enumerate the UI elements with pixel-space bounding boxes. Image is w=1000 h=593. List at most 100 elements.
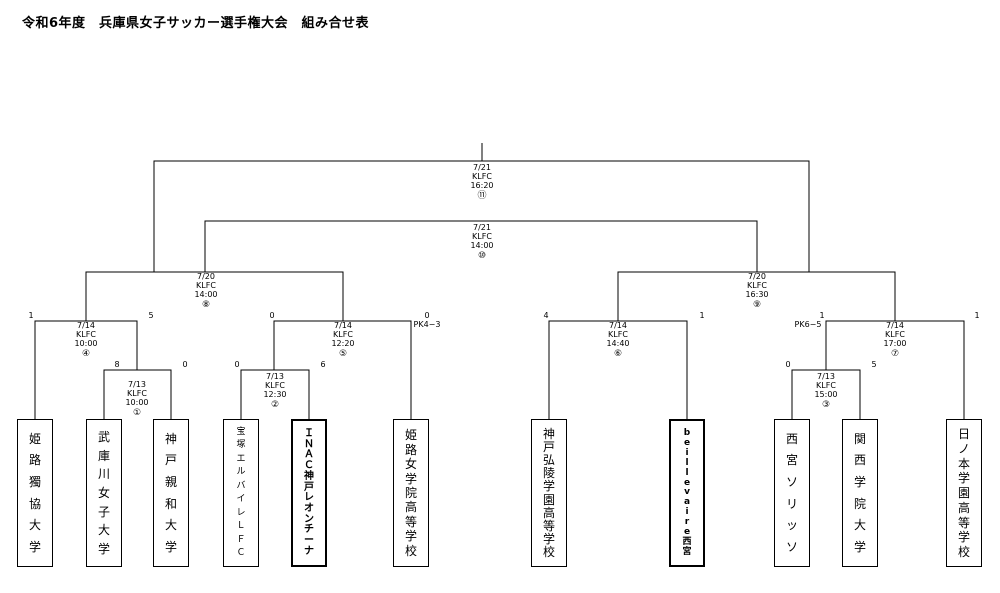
team-name-char: 川 <box>97 467 110 482</box>
team-name-char: 学 <box>97 541 110 556</box>
match-time: 10:00 <box>74 339 97 348</box>
team-name-char: レ <box>236 507 246 518</box>
team-name-char: 陵 <box>542 466 555 481</box>
team-name-char: 高 <box>542 505 555 520</box>
team-box: 姫路女学院高等学校 <box>393 419 429 567</box>
team-name-char: 弘 <box>542 453 555 468</box>
team-name-char: 戸 <box>542 440 555 455</box>
match-time: 12:20 <box>331 339 354 348</box>
team-name-char: レ <box>304 492 314 504</box>
team-box: 神戸親和大学 <box>153 419 189 567</box>
team-name-char: 等 <box>404 514 417 529</box>
bracket-line <box>85 271 344 321</box>
team-name-char: 武 <box>97 430 110 445</box>
team-name-char: 学 <box>957 530 970 545</box>
team-name-char: 協 <box>28 496 41 511</box>
team-name-char: 学 <box>853 540 866 555</box>
team-name-char: ソ <box>785 475 798 490</box>
team-name-char: 院 <box>404 485 417 500</box>
match-date: 7/13 <box>128 380 146 389</box>
match-number: ⑧ <box>202 300 210 310</box>
team-box: 関西学院大学 <box>842 419 878 567</box>
team-name-char: 学 <box>542 479 555 494</box>
team-name-char: ナ <box>304 545 314 557</box>
match-date: 7/14 <box>886 321 904 330</box>
match-number: ⑨ <box>753 300 761 310</box>
team-name-char: 神 <box>542 427 555 441</box>
team-name-char: v <box>684 487 690 498</box>
match-number: ⑥ <box>614 349 622 359</box>
team-name-char: 本 <box>957 456 970 471</box>
team-name-char: e <box>683 437 691 448</box>
team-name-char: Ｌ <box>236 521 246 532</box>
score-left: 1 <box>28 311 33 320</box>
team-name-char: a <box>683 497 691 508</box>
team-box: 神戸弘陵学園高等学校 <box>531 419 567 567</box>
team-name-char: ー <box>304 535 314 547</box>
team-name-char: e <box>683 477 691 488</box>
team-name-char: 西 <box>853 453 866 468</box>
team-name-char: 子 <box>97 504 110 519</box>
match-number: ⑪ <box>477 190 486 201</box>
team-name-char: Ｎ <box>304 438 314 450</box>
team-name-char: リ <box>785 496 798 511</box>
team-name-char: イ <box>236 494 246 505</box>
match-date: 7/20 <box>748 272 766 281</box>
score-left: 1 <box>819 311 824 320</box>
team-name-char: 戸 <box>304 481 314 493</box>
score-right: 0 <box>424 311 429 320</box>
team-name-char: 姫 <box>28 431 41 446</box>
team-name-char: 宮 <box>682 546 692 557</box>
team-name-char: ン <box>304 513 314 525</box>
match-date: 7/14 <box>609 321 627 330</box>
team-name-char: 姫 <box>404 428 417 443</box>
match-venue: KLFC <box>472 172 492 181</box>
team-name-char: ル <box>236 467 246 478</box>
team-name-char: Ａ <box>304 449 314 461</box>
team-name-char: 塚 <box>236 440 246 451</box>
match-venue: KLFC <box>127 389 147 398</box>
team-name-char: 親 <box>164 475 177 490</box>
bracket-line <box>617 271 896 321</box>
score-left: 4 <box>543 311 548 320</box>
team-name-char: オ <box>304 503 314 515</box>
team-name-char: l <box>685 467 689 478</box>
team-name-char: 園 <box>957 486 970 500</box>
match-time: 14:00 <box>194 290 217 299</box>
score-right: 6 <box>320 360 325 369</box>
match-number: ⑩ <box>478 251 486 261</box>
match-number: ⑤ <box>339 349 347 359</box>
team-name-char: 宮 <box>785 453 798 468</box>
team-name-char: 高 <box>957 500 970 515</box>
team-name-char: 院 <box>853 496 866 511</box>
team-name-char: 大 <box>853 518 866 533</box>
team-name-char: 大 <box>164 518 177 533</box>
match-venue: KLFC <box>816 381 836 390</box>
team-name-char: 庫 <box>97 448 110 463</box>
match-time: 12:30 <box>263 390 286 399</box>
bracket-line <box>204 220 758 272</box>
team-name-char: 神 <box>164 431 177 446</box>
match-venue: KLFC <box>265 381 285 390</box>
match-venue: KLFC <box>885 330 905 339</box>
score-right: 0 <box>182 360 187 369</box>
match-date: 7/14 <box>334 321 352 330</box>
match-time: 17:00 <box>883 339 906 348</box>
match-venue: KLFC <box>608 330 628 339</box>
match-date: 7/14 <box>77 321 95 330</box>
team-name-char: 日 <box>957 427 970 441</box>
match-date: 7/13 <box>266 372 284 381</box>
team-name-char: 路 <box>404 442 417 457</box>
team-name-char: ソ <box>785 540 798 555</box>
team-name-char: i <box>685 447 689 458</box>
score-right: 1 <box>699 311 704 320</box>
pk-result: PK6−5 <box>795 320 822 329</box>
match-date: 7/21 <box>473 163 491 172</box>
match-number: ② <box>271 400 279 410</box>
score-right: 5 <box>871 360 876 369</box>
team-name-char: 大 <box>28 518 41 533</box>
